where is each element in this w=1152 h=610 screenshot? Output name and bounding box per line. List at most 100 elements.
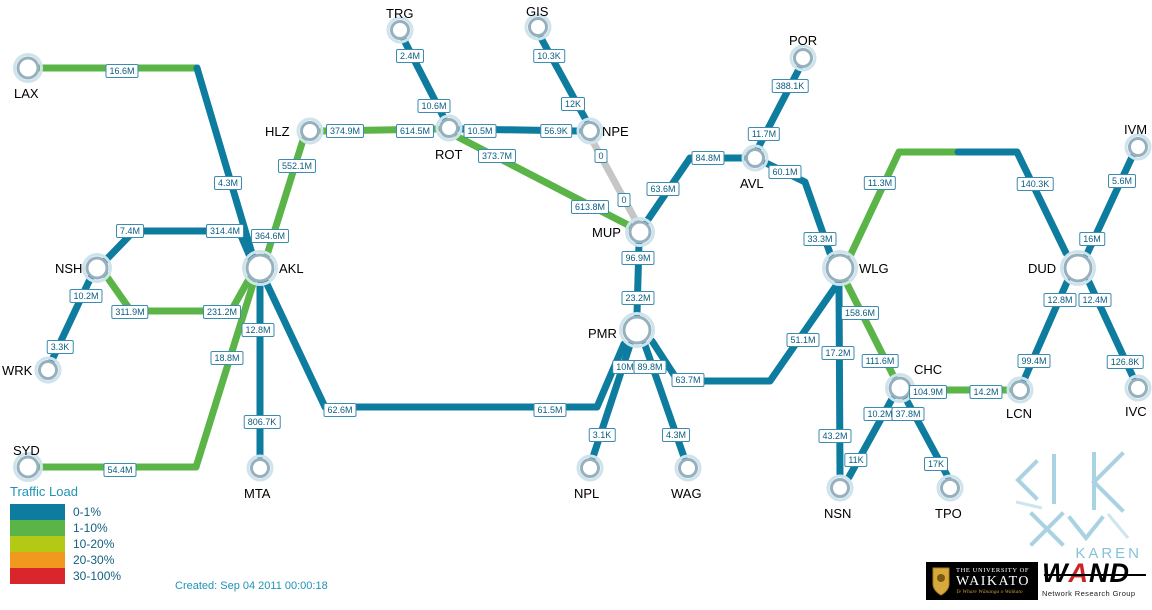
link-traffic-label[interactable]: 231.2M	[202, 305, 242, 319]
node-pmr[interactable]	[622, 315, 652, 345]
node-ivm[interactable]	[1128, 137, 1148, 157]
node-wrk[interactable]	[38, 360, 58, 380]
link-traffic-label[interactable]: 373.7M	[477, 149, 517, 163]
link-traffic-label[interactable]: 7.4M	[115, 224, 145, 238]
link-nsh-akl-south[interactable]	[101, 270, 253, 315]
link-traffic-label[interactable]: 89.8M	[633, 360, 667, 374]
legend-rows: 0-1%1-10%10-20%20-30%30-100%	[10, 504, 121, 584]
link-wlg-dud-east[interactable]	[954, 148, 1070, 257]
link-wlg-dud-west[interactable]	[847, 148, 962, 258]
wand-logo-w: W	[1042, 558, 1069, 588]
node-wlg[interactable]	[825, 253, 855, 283]
node-rot[interactable]	[439, 118, 459, 138]
node-nsh[interactable]	[85, 256, 109, 280]
link-traffic-label[interactable]: 16M	[1079, 232, 1105, 246]
link-traffic-label[interactable]: 17K	[923, 457, 949, 471]
node-por[interactable]	[793, 48, 813, 68]
node-npe[interactable]	[580, 121, 600, 141]
legend-row-2: 10-20%	[10, 536, 121, 552]
link-traffic-label[interactable]: 11K	[844, 453, 868, 467]
link-traffic-label[interactable]: 374.9M	[325, 124, 365, 138]
link-pmr-wlg[interactable]	[648, 279, 842, 385]
link-traffic-label[interactable]: 5.6M	[1107, 174, 1137, 188]
node-akl[interactable]	[245, 253, 275, 283]
link-traffic-label[interactable]: 12K	[560, 97, 586, 111]
link-nsh-akl-north[interactable]	[100, 227, 255, 266]
link-traffic-label[interactable]: 806.7K	[243, 415, 281, 429]
link-traffic-label[interactable]: 140.3K	[1016, 177, 1054, 191]
link-traffic-label[interactable]: 613.8M	[570, 200, 610, 214]
link-traffic-label[interactable]: 63.6M	[646, 182, 680, 196]
link-traffic-label[interactable]: 3.3K	[46, 340, 74, 354]
link-akl-pmr[interactable]	[262, 278, 628, 411]
node-tpo[interactable]	[940, 478, 960, 498]
node-lcn[interactable]	[1010, 380, 1030, 400]
link-traffic-label[interactable]: 96.9M	[621, 251, 655, 265]
link-traffic-label[interactable]: 18.8M	[210, 351, 244, 365]
node-mta[interactable]	[250, 458, 270, 478]
link-traffic-label[interactable]: 43.2M	[818, 429, 852, 443]
node-trg[interactable]	[390, 20, 410, 40]
link-traffic-label[interactable]: 10.3K	[533, 49, 565, 63]
link-traffic-label[interactable]: 56.9K	[540, 124, 572, 138]
node-dud[interactable]	[1063, 253, 1093, 283]
link-traffic-label[interactable]: 158.6M	[840, 306, 880, 320]
link-traffic-label[interactable]: 12.8M	[241, 323, 275, 337]
link-traffic-label[interactable]: 126.8K	[1106, 355, 1144, 369]
link-traffic-label[interactable]: 10.2M	[69, 289, 103, 303]
link-traffic-label[interactable]: 17.2M	[821, 346, 855, 360]
node-hlz[interactable]	[300, 121, 320, 141]
link-traffic-label[interactable]: 61.5M	[533, 403, 567, 417]
link-traffic-label[interactable]: 552.1M	[277, 159, 317, 173]
link-traffic-label[interactable]: 10.6M	[417, 99, 451, 113]
link-traffic-label[interactable]: 0	[594, 149, 608, 163]
link-traffic-label[interactable]: 37.8M	[891, 407, 925, 421]
link-traffic-label[interactable]: 10.5M	[463, 124, 497, 138]
link-traffic-label[interactable]: 63.7M	[671, 373, 705, 387]
link-traffic-label[interactable]: 99.4M	[1017, 354, 1051, 368]
link-traffic-label[interactable]: 10.2M	[863, 407, 897, 421]
link-traffic-label[interactable]: 12.4M	[1078, 293, 1112, 307]
node-gis[interactable]	[528, 17, 548, 37]
link-traffic-label[interactable]: 10M	[612, 360, 638, 374]
node-avl[interactable]	[745, 148, 765, 168]
node-mup[interactable]	[628, 220, 652, 244]
node-halo-lax	[13, 53, 43, 83]
link-traffic-label[interactable]: 311.9M	[111, 305, 149, 319]
link-traffic-label[interactable]: 33.3M	[803, 232, 837, 246]
link-wlg-nsn[interactable]	[835, 280, 844, 478]
node-chc[interactable]	[888, 376, 912, 400]
link-traffic-label[interactable]: 364.6M	[250, 229, 290, 243]
link-traffic-label[interactable]: 51.1M	[786, 333, 820, 347]
link-traffic-label[interactable]: 23.2M	[621, 291, 655, 305]
link-traffic-label[interactable]: 11.7M	[747, 127, 781, 141]
link-traffic-label[interactable]: 16.6M	[105, 64, 139, 78]
node-lax[interactable]	[16, 56, 40, 80]
link-traffic-label[interactable]: 111.6M	[861, 354, 899, 368]
node-label-trg: TRG	[386, 6, 414, 21]
node-label-tpo: TPO	[935, 506, 962, 521]
link-traffic-label[interactable]: 62.6M	[323, 403, 357, 417]
node-nsn[interactable]	[830, 478, 850, 498]
link-traffic-label[interactable]: 60.1M	[768, 165, 802, 179]
link-traffic-label[interactable]: 11.3M	[863, 176, 897, 190]
link-traffic-label[interactable]: 4.3M	[661, 428, 691, 442]
link-traffic-label[interactable]: 614.5M	[395, 124, 435, 138]
link-traffic-label[interactable]: 0	[617, 193, 631, 207]
link-traffic-label[interactable]: 84.8M	[691, 151, 725, 165]
node-syd[interactable]	[16, 455, 40, 479]
link-traffic-label[interactable]: 12.8M	[1043, 293, 1077, 307]
link-mup-avl[interactable]	[643, 154, 747, 225]
link-traffic-label[interactable]: 104.9M	[908, 385, 948, 399]
link-traffic-label[interactable]: 54.4M	[103, 463, 137, 477]
node-wag[interactable]	[678, 458, 698, 478]
node-npl[interactable]	[580, 458, 600, 478]
node-ivc[interactable]	[1128, 378, 1148, 398]
link-traffic-label[interactable]: 388.1K	[771, 79, 809, 93]
link-traffic-label[interactable]: 2.4M	[395, 49, 425, 63]
link-traffic-label[interactable]: 314.4M	[205, 224, 245, 238]
link-traffic-label[interactable]: 3.1K	[588, 428, 616, 442]
link-syd-akl-east[interactable]	[192, 280, 257, 471]
link-traffic-label[interactable]: 14.2M	[969, 385, 1003, 399]
link-traffic-label[interactable]: 4.3M	[213, 176, 243, 190]
